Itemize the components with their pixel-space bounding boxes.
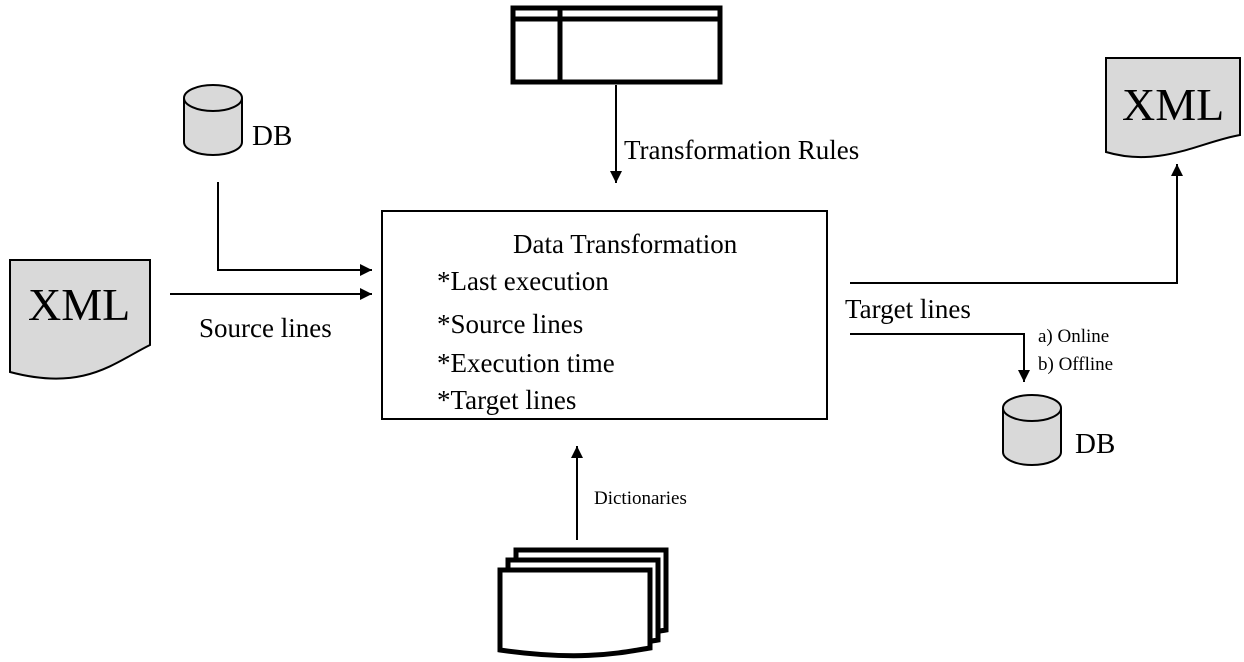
process-title: Data Transformation: [513, 229, 738, 259]
process-item-last-execution: *Last execution: [437, 266, 609, 296]
source-xml-document-icon: [9, 259, 151, 380]
source-db-arrow: [217, 182, 372, 276]
target-db-arrow: [850, 333, 1030, 382]
target-xml-document-icon: [1105, 57, 1241, 159]
target-xml-arrow: [850, 164, 1183, 284]
dictionaries-icon: [497, 547, 669, 659]
target-xml-label: XML: [1122, 79, 1225, 130]
process-item-execution-time: *Execution time: [437, 348, 615, 378]
dictionaries-label: Dictionaries: [594, 488, 687, 509]
source-lines-label: Source lines: [199, 313, 332, 343]
mode-offline-label: b) Offline: [1038, 354, 1114, 375]
process-item-target-lines: *Target lines: [437, 385, 577, 415]
process-item-source-lines: *Source lines: [437, 309, 584, 339]
mode-online-label: a) Online: [1038, 326, 1110, 347]
table-icon: [510, 5, 723, 85]
source-xml-label: XML: [28, 279, 131, 330]
source-db-icon: [183, 84, 243, 156]
data-transformation-box: [381, 210, 828, 420]
transformation-rules-label: Transformation Rules: [624, 135, 860, 165]
source-db-label: DB: [252, 120, 293, 152]
target-db-icon: [1002, 394, 1062, 466]
target-db-label: DB: [1075, 428, 1116, 460]
target-lines-label: Target lines: [845, 294, 971, 324]
